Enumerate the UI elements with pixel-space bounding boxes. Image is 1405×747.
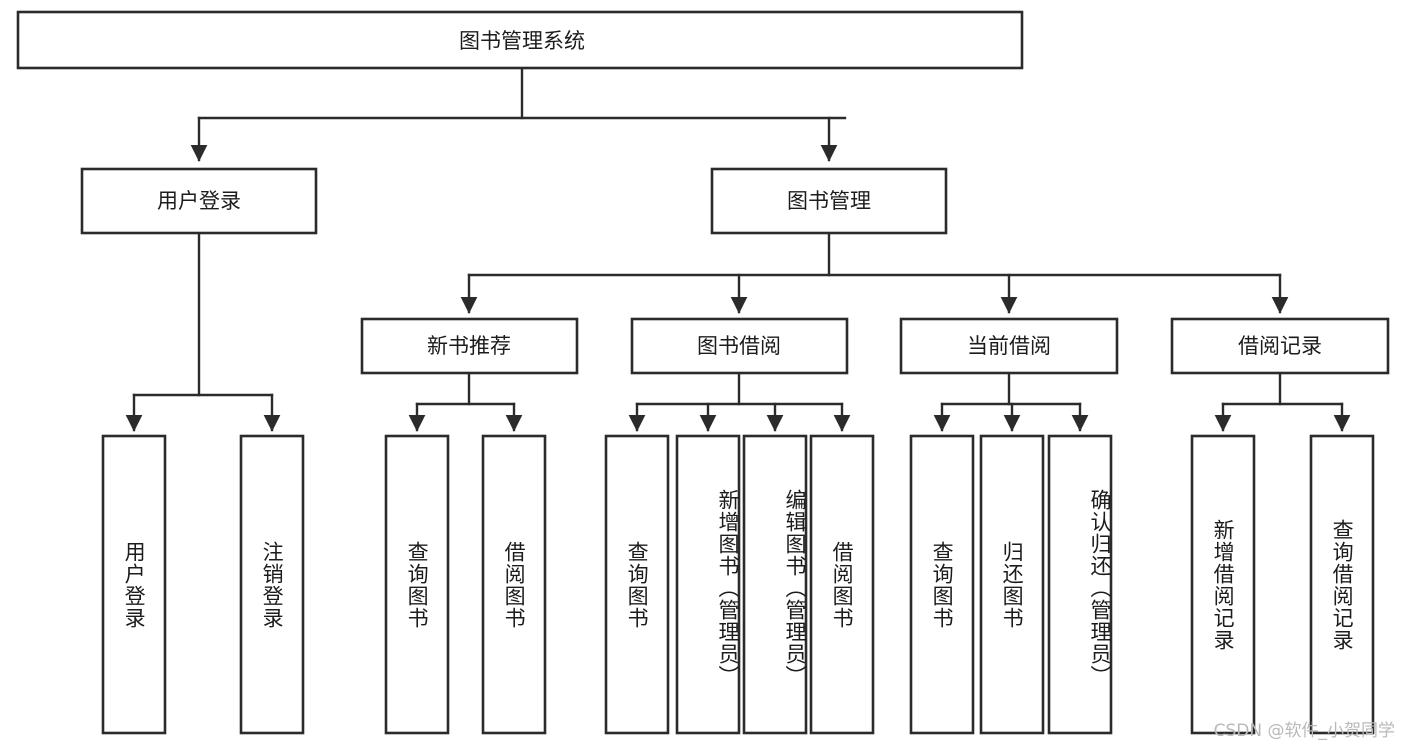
connector-bookmgmt-to-level3: [460, 231, 1289, 314]
leaf-node-borrow-add[interactable]: [675, 434, 741, 735]
node-new-book-recommend[interactable]: 新书推荐: [360, 317, 579, 375]
node-book-management-label: 图书管理: [787, 189, 871, 213]
leaf-node-newbook-borrow[interactable]: [481, 434, 547, 735]
leaf-node-record-query[interactable]: [1309, 434, 1375, 735]
node-new-book-recommend-label: 新书推荐: [427, 334, 511, 358]
leaf-node-record-add[interactable]: [1190, 434, 1256, 735]
leaf-node-logout[interactable]: [239, 434, 305, 735]
connector-userlogin-to-leaves: [125, 231, 281, 432]
leaf-node-current-return[interactable]: [979, 434, 1045, 735]
leaf-node-borrow-lend[interactable]: [809, 434, 875, 735]
node-user-login[interactable]: 用户登录: [80, 167, 318, 235]
leaf-node-current-query[interactable]: [909, 434, 975, 735]
watermark-text: CSDN @软件_小贺同学: [1213, 721, 1395, 741]
node-borrow-record[interactable]: 借阅记录: [1170, 317, 1390, 375]
connector-root-to-level2: [190, 66, 847, 162]
connector-current-to-leaves: [933, 371, 1089, 432]
node-user-login-label: 用户登录: [157, 189, 241, 213]
leaf-node-user-login[interactable]: [101, 434, 167, 735]
node-current-borrow[interactable]: 当前借阅: [899, 317, 1119, 375]
node-book-management[interactable]: 图书管理: [710, 167, 948, 235]
connector-borrow-to-leaves: [628, 371, 851, 432]
node-root-label: 图书管理系统: [459, 29, 585, 53]
leaf-node-borrow-edit[interactable]: [742, 434, 808, 735]
node-root[interactable]: 图书管理系统: [16, 10, 1024, 70]
node-book-borrow-label: 图书借阅: [697, 334, 781, 358]
node-borrow-record-label: 借阅记录: [1238, 334, 1322, 358]
connector-record-to-leaves: [1214, 371, 1351, 432]
node-current-borrow-label: 当前借阅: [967, 334, 1051, 358]
leaf-node-current-confirm[interactable]: [1047, 434, 1113, 735]
leaf-node-newbook-query[interactable]: [384, 434, 450, 735]
node-book-borrow[interactable]: 图书借阅: [630, 317, 849, 375]
connector-newbook-to-leaves: [408, 371, 523, 432]
leaf-node-borrow-query[interactable]: [604, 434, 670, 735]
